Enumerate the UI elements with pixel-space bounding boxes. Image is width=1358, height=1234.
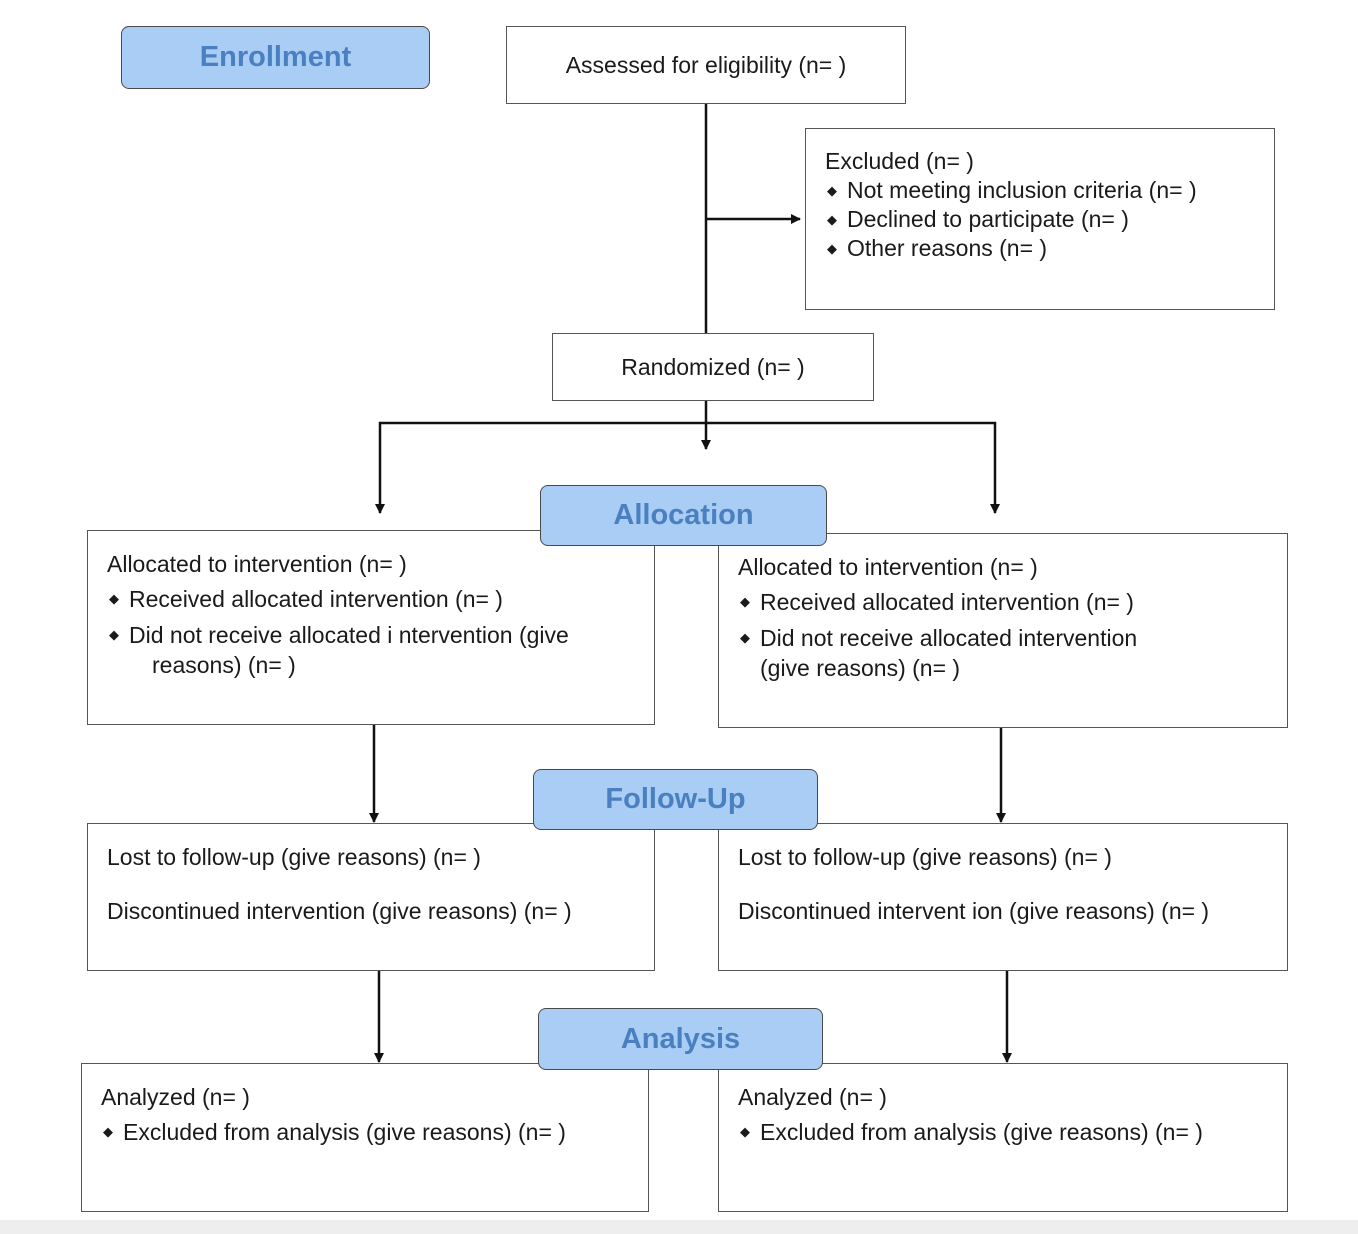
stage-label-follow-up-text: Follow-Up [605, 783, 746, 815]
allocation-right-not-received-line2: (give reasons) (n= ) [760, 655, 961, 681]
analysis-right-box: Analyzed (n= ) ◆ Excluded from analysis … [718, 1063, 1288, 1212]
analysis-left-excluded-text: Excluded from analysis (give reasons) (n… [123, 1119, 566, 1145]
arrow-to-allocation-left [375, 421, 706, 514]
allocation-left-box: Allocated to intervention (n= ) ◆ Receiv… [87, 530, 655, 725]
randomized-box: Randomized (n= ) [552, 333, 874, 401]
bullet-icon: ◆ [109, 627, 119, 642]
excluded-title: Excluded (n= ) [825, 148, 974, 174]
bullet-icon: ◆ [740, 1124, 750, 1139]
allocation-right-received: ◆ Received allocated intervention (n= ) [738, 587, 1287, 617]
allocation-left-not-received-line2: reasons) (n= ) [152, 652, 296, 678]
stage-label-enrollment: Enrollment [121, 26, 430, 89]
stage-label-follow-up: Follow-Up [533, 769, 818, 830]
stage-label-analysis-text: Analysis [620, 1022, 741, 1055]
bullet-icon: ◆ [827, 212, 837, 227]
followup-right-box: Lost to follow-up (give reasons) (n= ) D… [718, 823, 1288, 971]
allocation-left-title: Allocated to intervention (n= ) [107, 551, 407, 577]
stage-label-enrollment-text: Enrollment [199, 41, 352, 73]
excluded-item: ◆ Not meeting inclusion criteria (n= ) [825, 176, 1274, 205]
analysis-right-analyzed: Analyzed (n= ) [738, 1084, 887, 1110]
followup-right-discontinued: Discontinued intervent ion (give reasons… [738, 898, 1210, 924]
randomized-text: Randomized (n= ) [621, 354, 805, 380]
excluded-item-text: Declined to participate (n= ) [847, 206, 1129, 232]
stage-label-allocation-text: Allocation [613, 499, 754, 531]
allocation-left-not-received: ◆ Did not receive allocated i nterventio… [107, 620, 654, 680]
stage-label-analysis: Analysis [538, 1008, 823, 1070]
assessed-text: Assessed for eligibility (n= ) [565, 52, 847, 78]
excluded-item-text: Not meeting inclusion criteria (n= ) [847, 177, 1197, 203]
excluded-box: Excluded (n= ) ◆ Not meeting inclusion c… [805, 128, 1275, 310]
excluded-item: ◆ Other reasons (n= ) [825, 234, 1274, 263]
assessed-box: Assessed for eligibility (n= ) [506, 26, 906, 104]
analysis-left-analyzed: Analyzed (n= ) [101, 1084, 250, 1110]
excluded-item: ◆ Declined to participate (n= ) [825, 205, 1274, 234]
allocation-right-received-text: Received allocated intervention (n= ) [760, 589, 1134, 615]
bottom-strip [0, 1220, 1358, 1234]
analysis-left-excluded: ◆ Excluded from analysis (give reasons) … [101, 1117, 648, 1147]
allocation-right-title: Allocated to intervention (n= ) [738, 554, 1038, 580]
bullet-icon: ◆ [740, 630, 750, 645]
bullet-icon: ◆ [103, 1124, 113, 1139]
analysis-right-excluded: ◆ Excluded from analysis (give reasons) … [738, 1117, 1287, 1147]
arrow-to-allocation-right [706, 421, 1000, 514]
excluded-item-text: Other reasons (n= ) [847, 235, 1048, 261]
bullet-icon: ◆ [827, 241, 837, 256]
allocation-right-not-received-line1: Did not receive allocated intervention [760, 625, 1138, 651]
allocation-right-not-received: ◆ Did not receive allocated intervention… [738, 623, 1287, 683]
bullet-icon: ◆ [740, 594, 750, 609]
bullet-icon: ◆ [827, 183, 837, 198]
analysis-right-excluded-text: Excluded from analysis (give reasons) (n… [760, 1119, 1203, 1145]
followup-left-lost: Lost to follow-up (give reasons) (n= ) [107, 844, 481, 870]
followup-left-box: Lost to follow-up (give reasons) (n= ) D… [87, 823, 655, 971]
stage-label-allocation: Allocation [540, 485, 827, 546]
allocation-left-received-text: Received allocated intervention (n= ) [129, 586, 503, 612]
bullet-icon: ◆ [109, 591, 119, 606]
allocation-right-box: Allocated to intervention (n= ) ◆ Receiv… [718, 533, 1288, 728]
allocation-left-received: ◆ Received allocated intervention (n= ) [107, 584, 654, 614]
followup-left-discontinued: Discontinued intervention (give reasons)… [107, 898, 572, 924]
followup-right-lost: Lost to follow-up (give reasons) (n= ) [738, 844, 1112, 870]
analysis-left-box: Analyzed (n= ) ◆ Excluded from analysis … [81, 1063, 649, 1212]
allocation-left-not-received-line1: Did not receive allocated i ntervention … [129, 622, 569, 648]
